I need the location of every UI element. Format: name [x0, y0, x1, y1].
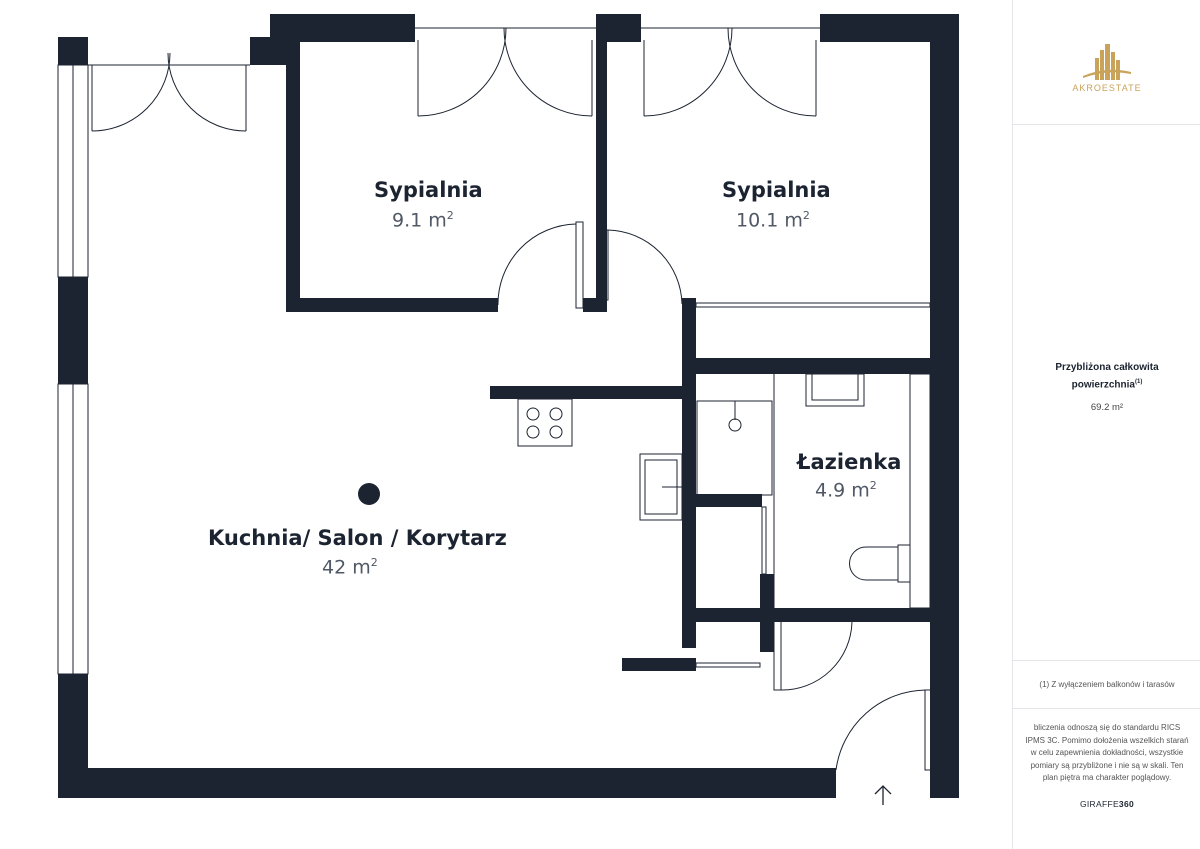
footnote-section: (1) Z wyłączeniem balkonów i tarasów [1013, 661, 1200, 709]
toilet [849, 546, 899, 581]
room-area-bedroom-2: 10.1 m2 [736, 209, 810, 232]
building-logo-icon [1083, 44, 1131, 80]
interior-doors [497, 221, 932, 771]
logo-section: AKROESTATE [1013, 0, 1200, 125]
room-area-bedroom-1: 9.1 m2 [392, 209, 454, 232]
walls [58, 14, 959, 798]
room-area-living: 42 m2 [322, 556, 378, 579]
viewpoint-marker-icon [358, 483, 380, 505]
floor-plan [57, 14, 959, 805]
room-name-living: Kuchnia/ Salon / Korytarz [208, 526, 507, 550]
disclaimer-text: bliczenia odnoszą się do standardu RICS … [1025, 723, 1189, 782]
total-area-title: Przybliżona całkowita powierzchnia(1) [1055, 362, 1159, 391]
room-name-bedroom-1: Sypialnia [374, 178, 483, 202]
cooktop [517, 398, 573, 447]
room-name-bedroom-2: Sypialnia [722, 178, 831, 202]
disclaimer-section: bliczenia odnoszą się do standardu RICS … [1013, 722, 1200, 809]
entrance-arrow-icon [874, 785, 892, 805]
room-name-bathroom: Łazienka [797, 450, 902, 474]
fixtures [517, 373, 931, 609]
room-area-bathroom: 4.9 m2 [815, 479, 877, 502]
balcony-doors [88, 27, 820, 132]
left-windows [57, 64, 89, 675]
brand-logo-text: AKROESTATE [1072, 83, 1142, 93]
total-area-section: Przybliżona całkowita powierzchnia(1) 69… [1013, 125, 1200, 661]
footnote-text: (1) Z wyłączeniem balkonów i tarasów [1039, 680, 1175, 689]
bathroom-sink [805, 373, 865, 407]
giraffe360-brand: GIRAFFE360 [1079, 798, 1135, 809]
total-area-value: 69.2 m² [1090, 402, 1124, 414]
info-sidebar: AKROESTATE Przybliżona całkowita powierz… [1012, 0, 1200, 849]
